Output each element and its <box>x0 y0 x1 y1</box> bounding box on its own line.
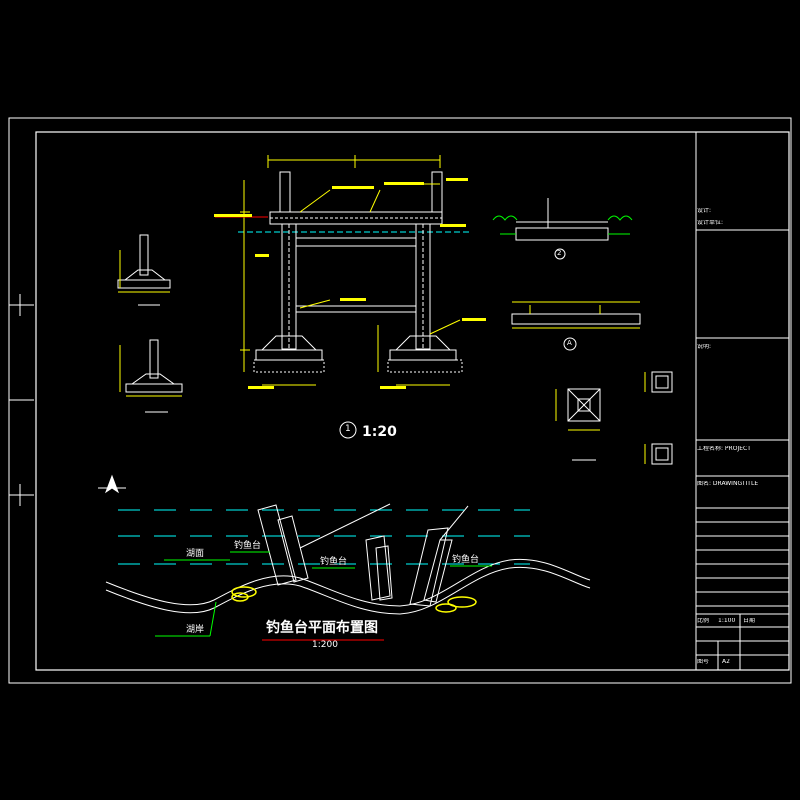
section-annotations <box>214 178 486 389</box>
detail-upper-left <box>117 234 171 306</box>
tb-scale-value: 1:100 <box>718 618 736 624</box>
tb-project: 工程名称: PROJECT <box>697 446 751 452</box>
plan-label-lake: 湖面 <box>186 549 205 559</box>
section-scale: 1:20 <box>362 424 397 440</box>
detail-2-post-plan <box>555 388 601 461</box>
plan-label-bank: 湖岸 <box>186 625 205 635</box>
inner-frame <box>35 131 790 671</box>
section-tag <box>339 421 357 439</box>
tb-scale: 比例 <box>697 618 710 624</box>
tb-unit: 设计单位: <box>697 220 724 226</box>
tb-design: 设计: <box>697 208 712 214</box>
plan-label-platform-3: 钓鱼台 <box>452 555 480 565</box>
plan-title: 钓鱼台平面布置图 <box>266 620 378 636</box>
plan-scale: 1:200 <box>312 640 338 650</box>
title-block <box>695 132 789 670</box>
detail-lower-left <box>119 339 183 413</box>
section-elevation <box>215 155 470 386</box>
plan-label-platform-1: 钓鱼台 <box>234 541 262 551</box>
left-margin-markers <box>9 294 34 506</box>
tb-notes: 说明: <box>697 344 712 350</box>
plan-view <box>98 474 591 641</box>
plan-shrubs <box>231 586 477 613</box>
detail-deck-edge <box>492 198 633 260</box>
detail-square-sections <box>644 371 673 465</box>
tb-date: 日期 <box>743 618 756 624</box>
tb-sheet-value: A2 <box>722 659 730 665</box>
section-tag-number: 1 <box>345 424 351 434</box>
plan-label-platform-2: 钓鱼台 <box>320 557 348 567</box>
detail-2-tag: 2 <box>557 249 562 257</box>
tb-sheet: 图号 <box>697 659 710 665</box>
tb-drawing-title: 图名: DRAWINGTITLE <box>697 481 759 487</box>
detail-a-plank <box>511 301 641 351</box>
detail-a-tag: A <box>567 339 572 347</box>
